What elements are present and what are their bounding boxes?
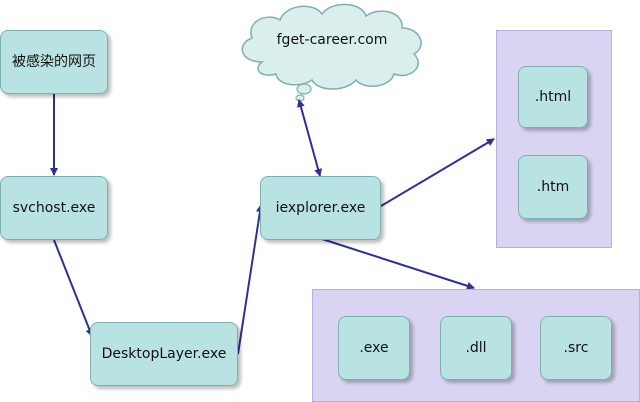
iexplorer-label: iexplorer.exe	[275, 200, 366, 216]
svchost-node: svchost.exe	[0, 176, 108, 240]
htm-label: .htm	[536, 179, 570, 195]
edge-iexplorer-to-binaries	[321, 238, 475, 290]
src-label: .src	[563, 340, 589, 356]
cloud-label: fget-career.com	[276, 32, 388, 48]
html-label: .html	[534, 89, 572, 105]
iexplorer-node: iexplorer.exe	[260, 176, 381, 240]
cloud-shape	[241, 3, 422, 102]
edge-iexplorer-to-web-files	[380, 138, 495, 207]
htm-node: .htm	[518, 155, 588, 219]
infected-page-node: 被感染的网页	[0, 30, 108, 94]
desktoplayer-node: DesktopLayer.exe	[90, 322, 238, 386]
svchost-label: svchost.exe	[12, 200, 96, 216]
src-node: .src	[540, 316, 612, 380]
edge-iexplorer-cloud-bidirectional	[297, 99, 322, 177]
edge-svchost-to-desktoplayer	[53, 239, 94, 337]
exe-label: .exe	[359, 340, 389, 356]
exe-node: .exe	[338, 316, 410, 380]
html-node: .html	[518, 66, 588, 128]
dll-label: .dll	[465, 340, 487, 356]
infected-page-label: 被感染的网页	[12, 54, 96, 70]
edge-desktoplayer-to-iexplorer	[237, 204, 264, 355]
dll-node: .dll	[440, 316, 512, 380]
desktoplayer-label: DesktopLayer.exe	[101, 346, 227, 362]
